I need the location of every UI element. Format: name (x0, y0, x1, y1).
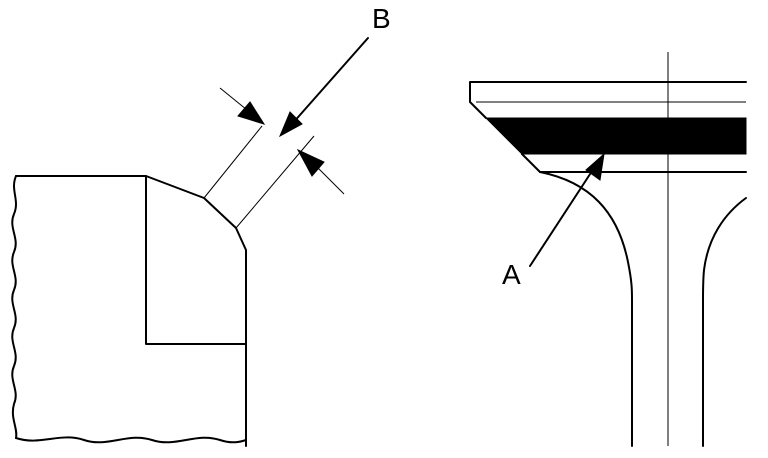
valve-seat-section (11, 37, 369, 447)
break-line-bottom (15, 436, 247, 444)
label-b: B (372, 3, 391, 34)
valve-head (469, 52, 747, 447)
leader-line-b (291, 37, 369, 125)
leader-arrowhead-b (278, 111, 303, 138)
extension-line-1 (203, 125, 263, 199)
leader-line-a (529, 167, 595, 267)
valve-neck-left (539, 171, 633, 447)
extension-line-2 (235, 135, 315, 229)
valve-face-top (469, 81, 747, 119)
seat-insert (145, 175, 247, 345)
valve-margin (521, 153, 747, 173)
seat-outline (15, 175, 247, 447)
leader-arrowhead-a (585, 152, 605, 181)
valve-neck-right (702, 197, 747, 447)
contact-band (484, 117, 747, 155)
dimension-arrowhead-1 (237, 101, 266, 125)
dimension-arrowhead-2 (296, 148, 325, 177)
break-line-left (11, 175, 18, 439)
label-a: A (502, 259, 521, 290)
